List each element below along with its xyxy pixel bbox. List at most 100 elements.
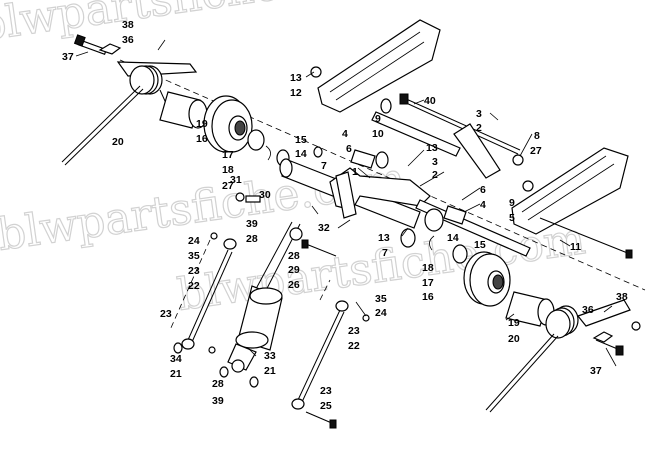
callout-6-upper: 6 [346, 143, 352, 155]
washer-28-lower [219, 366, 229, 378]
rail-slide-upper [317, 19, 441, 113]
callout-15-upper: 15 [295, 134, 307, 146]
callout-35-lower: 35 [375, 293, 387, 305]
washer-39-lower [249, 376, 259, 388]
wheel-16-upper [203, 95, 253, 153]
callout-13-lower: 13 [378, 232, 390, 244]
bushing-6-upper [375, 151, 389, 169]
callout-21-left: 21 [170, 368, 182, 380]
callout-37-lower: 37 [590, 365, 602, 377]
bracket-36-lower [577, 299, 631, 327]
callout-28-upper: 28 [246, 233, 258, 245]
callout-28-mid: 28 [288, 250, 300, 262]
bracket-3-upper [453, 123, 501, 179]
washer-34 [173, 342, 183, 354]
bolt-26 [301, 239, 337, 257]
callout-17-lower: 17 [422, 277, 434, 289]
lower-right-assembly [429, 235, 641, 413]
watermark-text-top: blwpartsfiche.com [0, 0, 389, 52]
callout-38-upper: 38 [122, 19, 134, 31]
callout-20-lower: 20 [508, 333, 520, 345]
callout-20-upper: 20 [112, 136, 124, 148]
shaft-5 [415, 199, 531, 257]
callout-16-lower: 16 [422, 291, 434, 303]
callout-22-upper: 22 [188, 280, 200, 292]
long-bolt-40-head [399, 93, 409, 105]
callout-27-mid: 27 [222, 180, 234, 192]
bushing-4-lower [443, 205, 467, 225]
main-axle-assembly [279, 19, 633, 259]
callout-26: 26 [288, 279, 300, 291]
callout-5: 5 [509, 212, 515, 224]
callout-12: 12 [290, 87, 302, 99]
callout-24-upper: 24 [188, 235, 200, 247]
spring-20-lower [485, 305, 579, 413]
callout-4-upper: 4 [342, 128, 348, 140]
callout-7-lower: 7 [382, 247, 388, 259]
nut-27-upper [522, 180, 534, 192]
washer-38-lower [592, 331, 614, 343]
callout-4-lower: 4 [480, 199, 486, 211]
callout-39-lower: 39 [212, 395, 224, 407]
callout-24-lower: 24 [375, 307, 387, 319]
callout-19-lower: 19 [508, 317, 520, 329]
callout-34: 34 [170, 353, 182, 365]
nut-27-mid [235, 192, 245, 202]
nut-8 [512, 154, 524, 166]
callout-16-upper: 16 [196, 133, 208, 145]
long-bolt-40 [403, 97, 521, 151]
callout-22-lower: 22 [348, 340, 360, 352]
callout-31: 31 [230, 174, 242, 186]
callout-9-upper: 9 [375, 113, 381, 125]
callout-33: 33 [264, 350, 276, 362]
bolt-37-lower [595, 339, 624, 356]
callout-3-upper: 3 [476, 108, 482, 120]
snap-ring-18-lower [429, 235, 435, 251]
callout-14-upper: 14 [295, 148, 307, 160]
axle-31-end [279, 158, 293, 178]
callout-35-upper: 35 [188, 250, 200, 262]
wheel-16-lower [463, 251, 511, 307]
bearing-17-lower [452, 244, 468, 264]
callout-3-mid: 3 [432, 156, 438, 168]
callout-30: 30 [259, 189, 271, 201]
nut-38-lower [631, 321, 641, 331]
callout-11: 11 [570, 241, 581, 253]
callout-1: 1 [352, 166, 358, 178]
callout-6-lower: 6 [480, 184, 486, 196]
callout-28-lower: 28 [212, 378, 224, 390]
callout-8: 8 [534, 130, 540, 142]
callout-17-upper: 17 [222, 149, 234, 161]
callout-39-upper: 39 [246, 218, 258, 230]
callout-27-upper: 27 [530, 145, 542, 157]
pivot-arm-plate [335, 171, 357, 219]
rail-slide-lower [511, 147, 629, 235]
assembly-line-upper [119, 59, 646, 291]
callout-15-lower: 15 [474, 239, 486, 251]
callout-23-bottom: 23 [320, 385, 332, 397]
callout-23-left: 23 [160, 308, 172, 320]
assembly-line-lower [169, 239, 331, 331]
callout-29: 29 [288, 264, 300, 276]
bearing-17-upper [247, 129, 265, 151]
bolt-30 [245, 195, 261, 203]
callout-14-lower: 14 [447, 232, 459, 244]
callout-18-upper: 18 [222, 164, 234, 176]
callout-23-upper: 23 [188, 265, 200, 277]
long-bolt-11-head [625, 249, 633, 259]
callout-32: 32 [318, 222, 330, 234]
callout-13-mid: 13 [426, 142, 438, 154]
link-rod-right [291, 300, 370, 410]
snap-ring-18-upper [265, 145, 271, 161]
bushing-7-lower [400, 228, 416, 248]
callout-38-lower: 38 [616, 291, 628, 303]
spacer-19-upper [159, 91, 208, 129]
nut-12 [310, 66, 322, 78]
bushing-9-upper [380, 98, 392, 114]
cross-shaft-10 [371, 111, 461, 157]
bolt-25 [305, 411, 337, 429]
shock-absorber-33 [227, 221, 303, 373]
bushing-6-lower [424, 208, 444, 232]
long-bolt-11 [539, 217, 631, 255]
